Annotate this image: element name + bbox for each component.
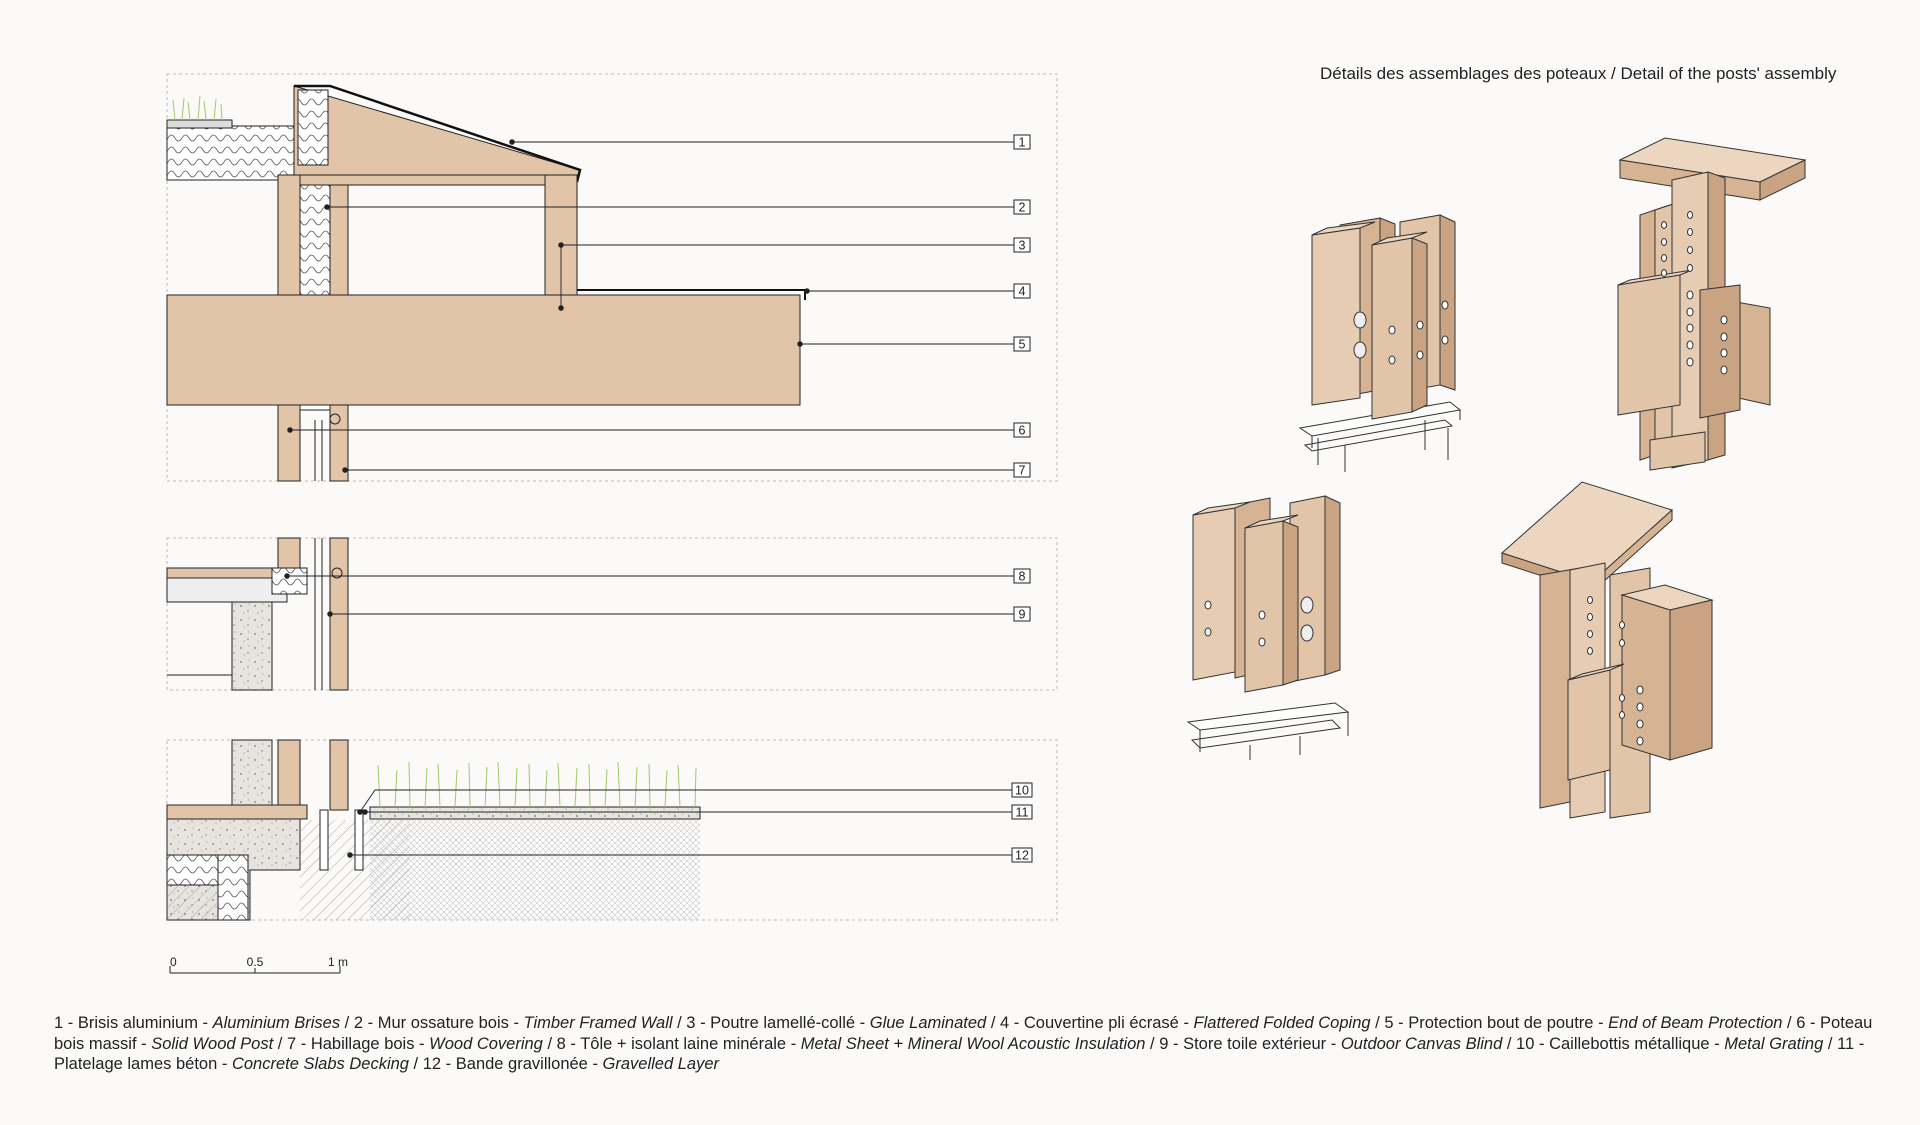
callout-box-8: 8 [1013, 568, 1031, 584]
callout-number: 3 [1019, 239, 1026, 253]
callout-box-5: 5 [1013, 336, 1031, 352]
scale-label-0: 0 [170, 955, 177, 969]
legend-item-9: 9 - Store toile extérieur - Outdoor Canv… [1159, 1034, 1517, 1053]
callout-number: 11 [1016, 806, 1029, 820]
legend-label-fr: Platelage lames béton [54, 1055, 218, 1073]
page-title: Détails des assemblages des poteaux / De… [1320, 64, 1837, 83]
legend-item-4: 4 - Couvertine pli écrasé - Flattered Fo… [1000, 1014, 1385, 1032]
legend-number: 6 [1796, 1014, 1806, 1032]
legend-label-fr: Tôle + isolant laine minérale [580, 1034, 787, 1053]
callout-box-11: 11 [1011, 804, 1033, 820]
legend-label-en: Outdoor Canvas Blind [1340, 1034, 1503, 1053]
legend-number: 2 [353, 1014, 364, 1032]
legend-label-fr: Store toile extérieur [1183, 1034, 1327, 1053]
legend-number: 10 [1516, 1034, 1535, 1053]
legend-number: 5 [1384, 1014, 1394, 1032]
legend-label-fr: Mur ossature bois [377, 1014, 509, 1032]
legend-number: 12 [422, 1055, 442, 1073]
legend-item-5: 5 - Protection bout de poutre - End of B… [1384, 1014, 1797, 1032]
callout-box-7: 7 [1013, 462, 1031, 478]
legend-label-en: Glue Laminated [869, 1014, 987, 1032]
callout-box-12: 12 [1011, 847, 1033, 863]
legend-label-fr: Brisis aluminium [77, 1014, 198, 1032]
legend-item-1: 1 - Brisis aluminium - Aluminium Brises … [54, 1014, 354, 1032]
callout-number: 6 [1019, 424, 1026, 438]
section-ground-detail [166, 739, 1058, 921]
post-assembly-illustration-1 [1298, 214, 1462, 472]
legend-label-en: Wood Covering [429, 1034, 543, 1053]
legend-item-7: 7 - Habillage bois - Wood Covering / [286, 1034, 557, 1053]
callout-number: 2 [1019, 201, 1026, 215]
legend-label-fr: Couvertine pli écrasé [1023, 1014, 1179, 1032]
legend-number: 4 [1000, 1014, 1010, 1032]
callout-number: 4 [1019, 285, 1026, 299]
legend-label-fr: Habillage bois [310, 1034, 415, 1053]
legend-number: 8 [556, 1034, 566, 1053]
legend-label-en: Aluminium Brises [212, 1014, 341, 1032]
callout-box-1: 1 [1013, 134, 1031, 150]
post-assembly-illustration-4 [1501, 481, 1714, 819]
callout-number: 7 [1019, 464, 1026, 478]
post-assembly-illustration-3 [1186, 495, 1350, 760]
callout-number: 10 [1015, 784, 1029, 798]
legend-number: 7 [286, 1034, 297, 1053]
legend-item-12: 12 - Bande gravillonée - Gravelled Layer [422, 1055, 720, 1073]
callout-box-9: 9 [1013, 606, 1031, 622]
callout-box-4: 4 [1013, 283, 1031, 299]
legend-number: 3 [686, 1014, 696, 1032]
callout-number: 12 [1015, 849, 1029, 863]
legend-label-fr: Caillebottis métallique [1549, 1034, 1710, 1053]
legend-item-3: 3 - Poutre lamellé-collé - Glue Laminate… [686, 1014, 1000, 1032]
legend-label-fr: Bande gravillonée [455, 1055, 588, 1073]
legend-label-en: End of Beam Protection [1608, 1014, 1783, 1032]
legend-item-11: 11 - Platelage lames béton - Concrete Sl… [54, 1034, 1865, 1074]
legend-item-2: 2 - Mur ossature bois - Timber Framed Wa… [353, 1014, 687, 1032]
leader-lines [284, 139, 1014, 858]
legend-label-fr: Protection bout de poutre [1408, 1014, 1594, 1032]
legend-item-6: 6 - Poteau bois massif - Solid Wood Post… [54, 1014, 1873, 1053]
callout-box-6: 6 [1013, 422, 1031, 438]
legend-number: 1 [54, 1014, 64, 1032]
legend-item-8: 8 - Tôle + isolant laine minérale - Meta… [556, 1034, 1160, 1053]
legend-label-fr: Poteau bois massif [54, 1014, 1873, 1053]
callout-number: 5 [1019, 338, 1026, 352]
callout-box-10: 10 [1011, 782, 1033, 798]
legend-label-fr: Poutre lamellé-collé [710, 1014, 856, 1032]
legend-label-en: Flattered Folded Coping [1193, 1014, 1371, 1032]
post-assembly-illustration-2 [1617, 137, 1807, 471]
legend-label-en: Metal Grating [1724, 1034, 1824, 1053]
callout-box-3: 3 [1013, 237, 1031, 253]
legend-label-en: Gravelled Layer [602, 1055, 720, 1073]
callout-number: 1 [1019, 136, 1026, 150]
legend-label-en: Metal Sheet + Mineral Wool Acoustic Insu… [800, 1034, 1146, 1053]
scale-label-half: 0.5 [247, 955, 264, 969]
legend-label-en: Solid Wood Post [151, 1034, 274, 1053]
section-roof-detail [166, 73, 1058, 482]
legend-label-en: Timber Framed Wall [523, 1014, 673, 1032]
callout-number: 8 [1019, 570, 1026, 584]
scale-bar: 0 0.5 1 m [169, 955, 348, 974]
legend-number: 9 [1159, 1034, 1169, 1053]
legend-item-10: 10 - Caillebottis métallique - Metal Gra… [1516, 1034, 1838, 1053]
scale-label-1m: 1 m [328, 955, 348, 969]
legend-label-en: Concrete Slabs Decking [231, 1055, 409, 1073]
callout-number: 9 [1019, 608, 1026, 622]
callout-box-2: 2 [1013, 199, 1031, 215]
legend-number: 11 [1837, 1034, 1855, 1053]
legend: 1 - Brisis aluminium - Aluminium Brises … [54, 1013, 1894, 1075]
